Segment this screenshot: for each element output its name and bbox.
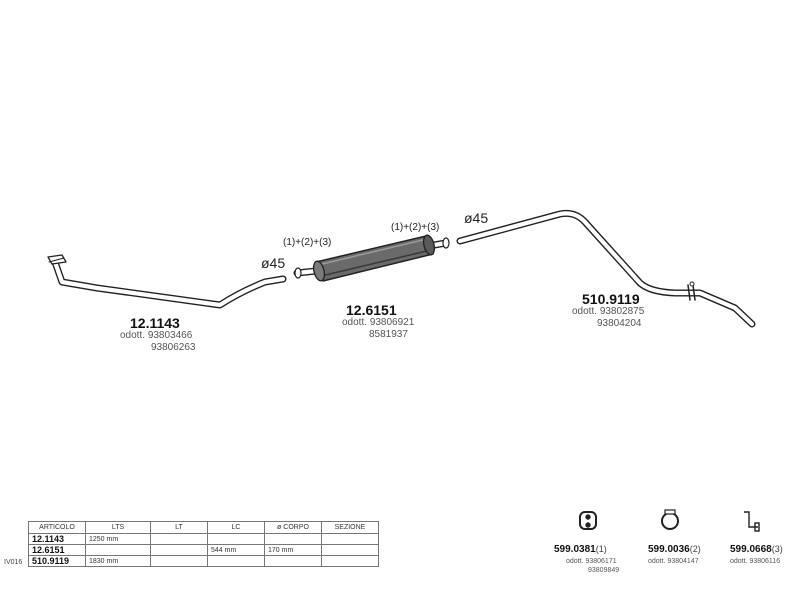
table-side-label: IV016 xyxy=(4,559,23,566)
diameter-label-rear: ø45 xyxy=(464,210,489,226)
part-alt-tail-pipe-2: 93804204 xyxy=(597,318,642,329)
accessory-alt-clamp: odott. 93804147 xyxy=(648,558,699,565)
bracket-icon xyxy=(744,511,760,532)
part-alt-front-pipe: odott. 93803466 xyxy=(120,330,193,341)
part-alt-tail-pipe: odott. 93802875 xyxy=(572,306,645,317)
connector-label-front: (1)+(2)+(3) xyxy=(283,237,332,248)
part-code-silencer: 12.6151 xyxy=(346,302,397,318)
accessory-code-clamp: 599.0036(2) xyxy=(648,544,701,555)
header-lt: LT xyxy=(150,521,208,534)
cell-corpo xyxy=(264,533,322,545)
clamp-ring-icon xyxy=(661,509,679,530)
tail-pipe xyxy=(456,209,756,328)
cell-lc: 544 mm xyxy=(207,544,265,556)
cell-articolo: 12.1143 xyxy=(28,533,86,545)
table-row: 510.9119 1830 mm xyxy=(28,555,379,567)
accessory-alt-hanger-2: 93809849 xyxy=(588,567,620,574)
accessory-alt-hanger: odott. 93806171 xyxy=(566,558,617,565)
front-pipe xyxy=(47,254,287,309)
spec-table: ARTICOLO LTS LT LC ø CORPO SEZIONE 12.11… xyxy=(28,521,379,567)
diameter-label-front: ø45 xyxy=(261,255,286,271)
connector-label-rear: (1)+(2)+(3) xyxy=(391,222,440,233)
header-articolo: ARTICOLO xyxy=(28,521,86,534)
part-alt-silencer-2: 8581937 xyxy=(369,329,408,340)
table-row: 12.6151 544 mm 170 mm xyxy=(28,544,379,556)
header-lc: LC xyxy=(207,521,265,534)
cell-sezione xyxy=(321,533,379,545)
table-row: 12.1143 1250 mm xyxy=(28,533,379,545)
part-code-tail-pipe: 510.9119 xyxy=(582,291,640,307)
header-lts: LTS xyxy=(85,521,151,534)
cell-articolo: 510.9119 xyxy=(28,555,86,567)
cell-lts: 1830 mm xyxy=(85,555,151,567)
cell-corpo xyxy=(264,555,322,567)
accessory-code-bracket: 599.0668(3) xyxy=(730,544,783,555)
cell-lc xyxy=(207,555,265,567)
accessory-alt-bracket: odott. 93806116 xyxy=(730,558,781,565)
cell-articolo: 12.6151 xyxy=(28,544,86,556)
cell-lts xyxy=(85,544,151,556)
cell-lc xyxy=(207,533,265,545)
part-code-front-pipe: 12.1143 xyxy=(130,315,180,331)
header-corpo: ø CORPO xyxy=(264,521,322,534)
part-alt-silencer: odott. 93806921 xyxy=(342,317,415,328)
part-alt-front-pipe-2: 93806263 xyxy=(151,342,196,353)
cell-corpo: 170 mm xyxy=(264,544,322,556)
cell-sezione xyxy=(321,544,379,556)
cell-lt xyxy=(150,533,208,545)
cell-lts: 1250 mm xyxy=(85,533,151,545)
rubber-hanger-icon xyxy=(579,511,597,530)
table-header-row: ARTICOLO LTS LT LC ø CORPO SEZIONE xyxy=(28,521,379,534)
cell-lt xyxy=(150,544,208,556)
accessory-code-hanger: 599.0381(1) xyxy=(554,544,607,555)
middle-silencer xyxy=(293,234,450,282)
cell-lt xyxy=(150,555,208,567)
header-sezione: SEZIONE xyxy=(321,521,379,534)
cell-sezione xyxy=(321,555,379,567)
